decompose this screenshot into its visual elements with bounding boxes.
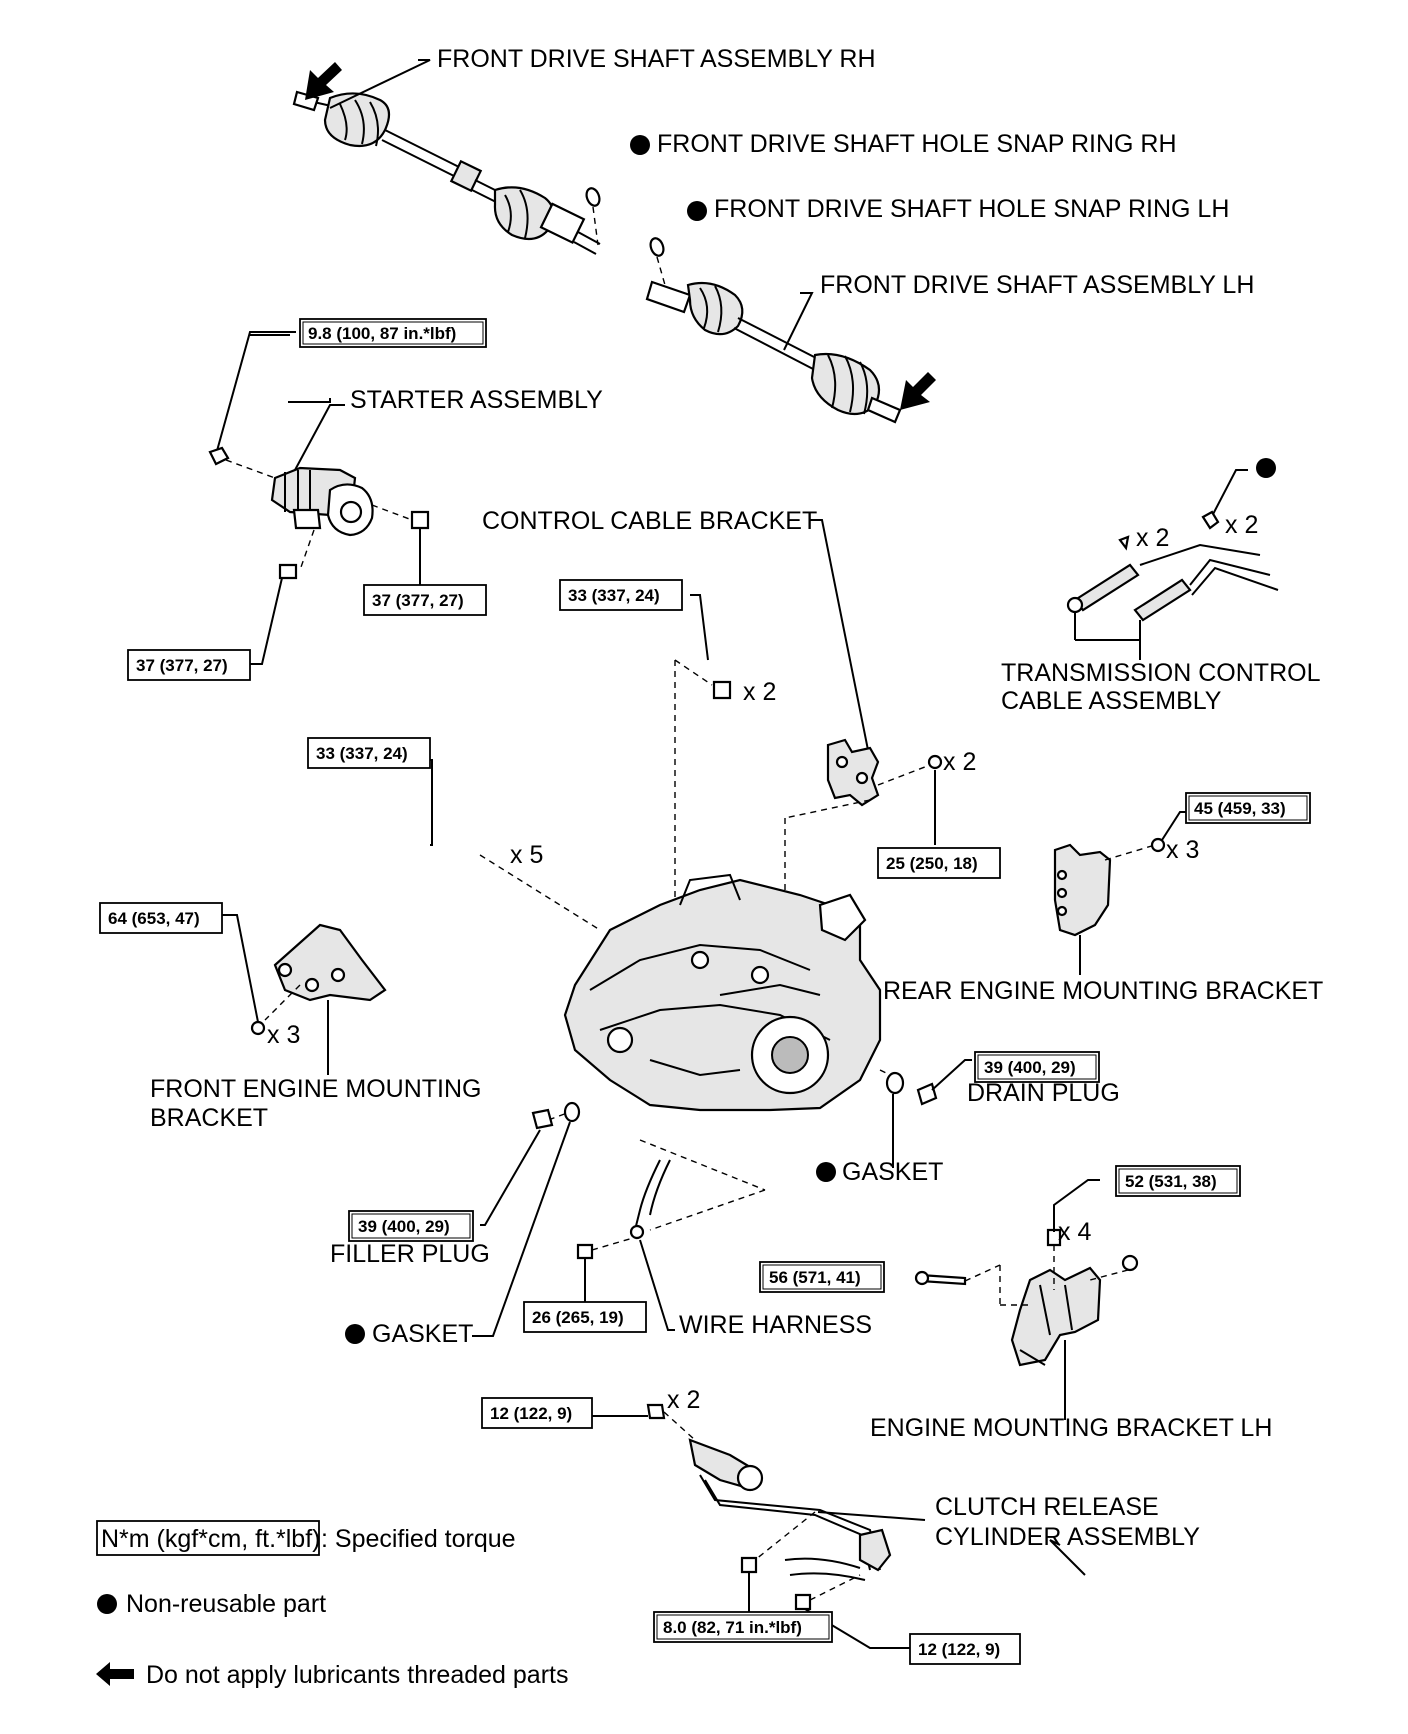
svg-text:33 (337, 24): 33 (337, 24) [568,586,660,605]
svg-text:37 (377, 27): 37 (377, 27) [372,591,464,610]
qty-front-bracket-bolt: x 3 [267,1021,300,1049]
torque-crc-low: 8.0 (82, 71 in.*lbf) [653,1611,833,1643]
label-filler-plug: FILLER PLUG [330,1240,490,1268]
transaxle-assembly [563,873,882,1112]
wire-harness [576,1159,675,1331]
control-cable-bracket [674,519,943,930]
torque-lh-side: 56 (571, 41) [759,1261,885,1293]
svg-text:37 (377, 27): 37 (377, 27) [136,656,228,675]
non-reusable-icon [816,1162,836,1182]
qty-crc-bolt: x 2 [667,1386,700,1414]
torque-filler-plug: 39 (400, 29) [348,1210,474,1242]
svg-text:25 (250, 18): 25 (250, 18) [886,854,978,873]
torque-rear-bracket: 45 (459, 33) [1185,792,1311,824]
label-crc-line2: CYLINDER ASSEMBLY [935,1523,1200,1551]
transmission-control-cable [1066,469,1279,660]
torque-ccb-top: 33 (337, 24) [559,579,683,611]
rear-engine-mounting-bracket [1053,811,1190,975]
non-reusable-markers [97,135,1276,1614]
legend-nonreusable-text: Non-reusable part [126,1590,326,1618]
label-front-emb-line2: BRACKET [150,1104,268,1132]
label-front-emb-line1: FRONT ENGINE MOUNTING [150,1075,481,1103]
torque-transaxle-bolts: 33 (337, 24) [307,737,431,769]
label-control-cable-bracket: CONTROL CABLE BRACKET [482,507,817,535]
legend-lubricant-text: Do not apply lubricants threaded parts [146,1661,568,1689]
torque-starter-nut: 9.8 (100, 87 in.*lbf) [299,318,487,348]
snap-ring-rh [585,187,601,246]
clutch-release-cylinder [582,1403,926,1649]
arrow-icon-lh [900,372,936,410]
starter-assembly [208,331,430,665]
qty-bolt-x5: x 5 [510,841,543,869]
label-engine-mounting-bracket-lh: ENGINE MOUNTING BRACKET LH [870,1414,1272,1442]
svg-text:12 (122, 9): 12 (122, 9) [490,1404,572,1423]
arrow-icon-rh [305,62,342,100]
label-front-drive-shaft-lh: FRONT DRIVE SHAFT ASSEMBLY LH [820,271,1254,299]
label-tcca-line1: TRANSMISSION CONTROL [1001,659,1321,687]
torque-front-bracket: 64 (653, 47) [99,902,223,934]
legend-torque-box [96,1520,320,1556]
legend-torque-units: N*m (kgf*cm, ft.*lbf) [101,1525,320,1553]
label-gasket-right: GASKET [842,1158,943,1186]
svg-text:39 (400, 29): 39 (400, 29) [984,1058,1076,1077]
label-tcca-line2: CABLE ASSEMBLY [1001,687,1222,715]
legend: N*m (kgf*cm, ft.*lbf) : Specified torque… [96,1520,568,1689]
qty-transmission-cable-clip: x 2 [1225,511,1258,539]
qty-transmission-cable-ring: x 2 [1136,524,1169,552]
label-drain-plug: DRAIN PLUG [967,1079,1120,1107]
front-drive-shaft-rh [292,90,601,255]
front-drive-shaft-lh [645,237,902,424]
svg-text:56 (571, 41): 56 (571, 41) [769,1268,861,1287]
label-front-drive-shaft-rh: FRONT DRIVE SHAFT ASSEMBLY RH [437,45,876,73]
torque-wire-harness: 26 (265, 19) [523,1301,647,1333]
torque-starter-bolt-2: 37 (377, 27) [127,649,251,681]
label-crc-line1: CLUTCH RELEASE [935,1493,1159,1521]
front-engine-mounting-bracket [222,914,387,1075]
svg-text:33 (337, 24): 33 (337, 24) [316,744,408,763]
drain-plug-area [885,1059,972,1168]
legend-torque-text: : Specified torque [321,1525,516,1553]
svg-text:26 (265, 19): 26 (265, 19) [532,1308,624,1327]
qty-rear-bracket-bolt: x 3 [1166,836,1199,864]
svg-text:52 (531, 38): 52 (531, 38) [1125,1172,1217,1191]
label-snap-ring-rh: FRONT DRIVE SHAFT HOLE SNAP RING RH [657,130,1177,158]
filler-plug-area [472,1101,581,1337]
legend-arrow-icon [96,1662,134,1686]
torque-ccb: 25 (250, 18) [877,847,1001,879]
torque-starter-bolt-1: 37 (377, 27) [363,584,487,616]
non-reusable-icon [1256,458,1276,478]
svg-text:39 (400, 29): 39 (400, 29) [358,1217,450,1236]
svg-text:8.0 (82, 71 in.*lbf): 8.0 (82, 71 in.*lbf) [663,1618,802,1637]
qty-ccb-bolt: x 2 [943,748,976,776]
label-wire-harness: WIRE HARNESS [679,1311,872,1339]
torque-drain-plug: 39 (400, 29) [974,1051,1100,1083]
qty-bolt-x2: x 2 [743,678,776,706]
engine-mounting-bracket-lh [914,1179,1139,1420]
torque-lh-top: 52 (531, 38) [1115,1165,1241,1197]
label-gasket-left: GASKET [372,1320,473,1348]
non-reusable-icon [345,1324,365,1344]
non-reusable-icon [630,135,650,155]
svg-text:12 (122, 9): 12 (122, 9) [918,1640,1000,1659]
label-starter-assembly: STARTER ASSEMBLY [350,386,603,414]
qty-lh-bracket-bolt: x 4 [1058,1218,1091,1246]
svg-text:9.8 (100, 87 in.*lbf): 9.8 (100, 87 in.*lbf) [308,324,456,343]
torque-crc-right: 12 (122, 9) [909,1633,1021,1665]
non-reusable-icon [687,201,707,221]
svg-text:64 (653, 47): 64 (653, 47) [108,909,200,928]
label-rear-engine-mounting-bracket: REAR ENGINE MOUNTING BRACKET [883,977,1323,1005]
label-snap-ring-lh: FRONT DRIVE SHAFT HOLE SNAP RING LH [714,195,1229,223]
svg-text:45 (459, 33): 45 (459, 33) [1194,799,1286,818]
legend-dot-icon [97,1594,117,1614]
torque-crc-top: 12 (122, 9) [481,1397,593,1429]
